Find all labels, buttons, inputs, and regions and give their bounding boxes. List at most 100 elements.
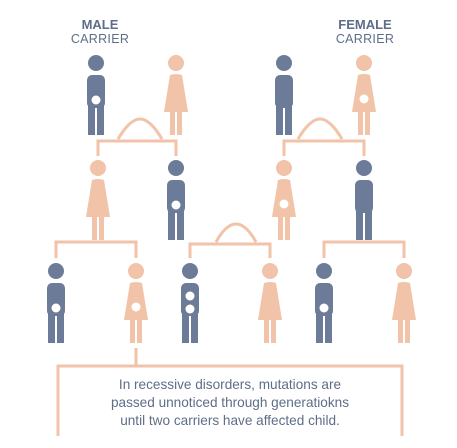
- head: [90, 160, 106, 176]
- male-figure-icon: [47, 263, 65, 343]
- female-figure-icon: [124, 263, 148, 343]
- left-leg: [48, 308, 55, 343]
- carrier-dot: [185, 304, 195, 314]
- torso: [275, 75, 293, 108]
- right-leg: [191, 308, 198, 343]
- connector-line: [96, 139, 140, 156]
- head: [128, 263, 144, 279]
- head: [88, 55, 104, 71]
- torso: [315, 283, 333, 316]
- generation-1: [87, 55, 376, 135]
- connector-line: [140, 139, 178, 156]
- right-leg: [99, 215, 104, 240]
- connector-line: [364, 240, 406, 258]
- left-leg: [316, 308, 323, 343]
- left-leg: [88, 100, 95, 135]
- connector-line: [116, 117, 141, 140]
- head: [48, 263, 64, 279]
- female-figure-icon: [272, 160, 296, 240]
- female-figure-icon: [164, 55, 188, 135]
- connector-line: [188, 242, 236, 258]
- right-leg: [57, 308, 64, 343]
- left-leg: [276, 100, 283, 135]
- left-leg: [398, 318, 403, 343]
- connector-line: [236, 242, 272, 258]
- head: [396, 263, 412, 279]
- carrier-dot: [279, 199, 289, 209]
- right-leg: [271, 318, 276, 343]
- carrier-dot: [131, 302, 141, 312]
- male-figure-icon: [315, 263, 333, 343]
- connector-line: [296, 117, 321, 140]
- male-figure-icon: [181, 263, 199, 343]
- male-header-line2: CARRIER: [70, 32, 130, 46]
- connector-line: [235, 222, 258, 243]
- male-header-line1: MALE: [81, 17, 119, 32]
- female-header-line2: CARRIER: [335, 32, 395, 46]
- right-leg: [285, 100, 292, 135]
- dress: [272, 179, 296, 217]
- left-leg: [356, 205, 363, 240]
- head: [356, 160, 372, 176]
- carrier-dot: [51, 303, 61, 313]
- caption-line1: In recessive disorders, mutations are: [118, 377, 342, 392]
- right-leg: [365, 110, 370, 135]
- right-leg: [177, 110, 182, 135]
- female-carrier-header: FEMALE CARRIER: [327, 17, 403, 47]
- carrier-dot: [91, 95, 101, 105]
- connector-line: [98, 240, 138, 258]
- carrier-dot: [359, 94, 369, 104]
- left-leg: [264, 318, 269, 343]
- left-leg: [358, 110, 363, 135]
- head: [276, 55, 292, 71]
- caption-line3: until two carriers have affected child.: [120, 413, 340, 428]
- connector-line: [319, 117, 344, 140]
- connector-line: [54, 240, 98, 258]
- right-leg: [97, 100, 104, 135]
- torso: [167, 180, 185, 213]
- female-figure-icon: [352, 55, 376, 135]
- head: [276, 160, 292, 176]
- head: [168, 160, 184, 176]
- carrier-dot: [185, 291, 195, 301]
- connector-line: [139, 117, 164, 140]
- carrier-dot: [171, 200, 181, 210]
- male-figure-icon: [167, 160, 185, 240]
- male-figure-icon: [87, 55, 105, 135]
- female-figure-icon: [258, 263, 282, 343]
- right-leg: [285, 215, 290, 240]
- head: [182, 263, 198, 279]
- caption: In recessive disorders, mutations are pa…: [60, 376, 400, 430]
- head: [356, 55, 372, 71]
- connector-line: [282, 139, 320, 156]
- right-leg: [177, 205, 184, 240]
- right-leg: [137, 318, 142, 343]
- left-leg: [278, 215, 283, 240]
- head: [262, 263, 278, 279]
- female-figure-icon: [392, 263, 416, 343]
- left-leg: [170, 110, 175, 135]
- connector-line: [322, 240, 364, 258]
- dress: [258, 282, 282, 320]
- connector-line: [320, 139, 366, 156]
- torso: [355, 180, 373, 213]
- torso: [47, 283, 65, 316]
- male-figure-icon: [275, 55, 293, 135]
- female-header-line1: FEMALE: [338, 17, 392, 32]
- generation-2: [86, 160, 373, 240]
- connector-lines: [54, 117, 406, 436]
- dress: [352, 74, 376, 112]
- left-leg: [182, 308, 189, 343]
- dress: [86, 179, 110, 217]
- connector-line: [214, 222, 237, 243]
- right-leg: [405, 318, 410, 343]
- male-figure-icon: [355, 160, 373, 240]
- connector-line: [56, 364, 404, 436]
- right-leg: [365, 205, 372, 240]
- left-leg: [168, 205, 175, 240]
- caption-line2: passed unnoticed through generatiokns: [110, 395, 350, 410]
- torso: [87, 75, 105, 108]
- head: [316, 263, 332, 279]
- left-leg: [92, 215, 97, 240]
